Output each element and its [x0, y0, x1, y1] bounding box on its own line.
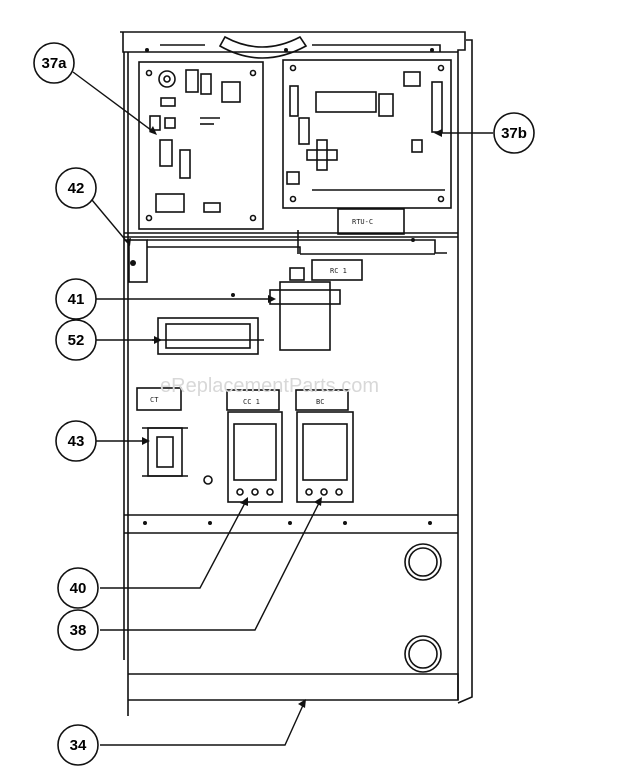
callout-38[interactable]: 38	[57, 609, 99, 651]
screws	[130, 48, 434, 525]
callout-37b[interactable]: 37b	[493, 112, 535, 154]
rtu-c-label: RTU-C	[352, 218, 373, 226]
cabinet-outline	[120, 31, 473, 716]
leader-lines	[72, 71, 493, 746]
callout-42-label: 42	[68, 180, 85, 197]
callout-43-label: 43	[68, 433, 85, 450]
control-board-section	[124, 230, 458, 283]
contactor-40	[226, 389, 283, 503]
cc1-label: CC 1	[243, 398, 260, 406]
terminal-block-52	[152, 317, 264, 355]
callout-41[interactable]: 41	[55, 278, 97, 320]
callout-34[interactable]: 34	[57, 724, 99, 766]
callout-37a[interactable]: 37a	[33, 42, 75, 84]
rc1-label: RC 1	[330, 267, 347, 275]
transformer-41	[269, 259, 363, 351]
callout-52[interactable]: 52	[55, 319, 97, 361]
board-37a	[138, 61, 264, 230]
callout-52-label: 52	[68, 332, 85, 349]
watermark: eReplacementParts.com	[160, 375, 379, 397]
callout-37a-label: 37a	[41, 55, 67, 72]
contactor-38	[295, 389, 354, 503]
bc-label: BC	[316, 398, 324, 406]
leader-arrows	[124, 126, 442, 708]
callout-41-label: 41	[68, 291, 85, 308]
ct-label: CT	[150, 396, 159, 404]
callout-40-label: 40	[70, 580, 87, 597]
callout-40[interactable]: 40	[57, 567, 99, 609]
board-37b	[282, 59, 452, 235]
current-transformer-43	[136, 387, 213, 485]
callout-34-label: 34	[70, 737, 87, 754]
callout-43[interactable]: 43	[55, 420, 97, 462]
callout-37b-label: 37b	[501, 125, 527, 142]
callout-38-label: 38	[70, 622, 87, 639]
lower-partition	[124, 514, 458, 673]
callout-42[interactable]: 42	[55, 167, 97, 209]
